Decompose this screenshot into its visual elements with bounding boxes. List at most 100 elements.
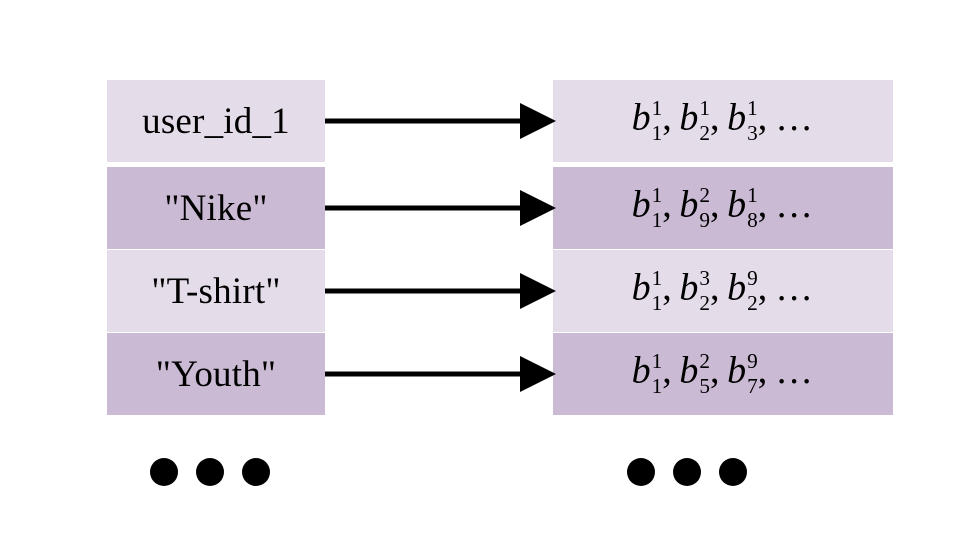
term-base: b xyxy=(727,183,747,226)
term-separator: , xyxy=(757,349,768,392)
vector-ellipsis: ... xyxy=(776,349,815,392)
key-box: "Nike" xyxy=(107,167,325,249)
vector-ellipsis: ... xyxy=(776,96,815,139)
dot xyxy=(196,458,224,486)
term-superscript: 1 xyxy=(747,96,758,121)
term-subscript: 9 xyxy=(699,207,711,232)
vector-ellipsis: ... xyxy=(776,183,815,226)
term-superscript: 1 xyxy=(651,183,663,208)
ellipsis-dots-icon xyxy=(627,452,747,492)
key-box: user_id_1 xyxy=(107,80,325,162)
term-separator: , xyxy=(662,183,672,226)
term-subscript: 2 xyxy=(699,120,711,145)
term-base: b xyxy=(679,349,699,392)
term-base: b xyxy=(727,96,747,139)
term-base: b xyxy=(679,183,699,226)
term-superscript: 1 xyxy=(699,96,711,121)
key-label: "T-shirt" xyxy=(151,270,281,312)
term-subscript: 2 xyxy=(747,290,758,315)
term-separator: , xyxy=(662,266,672,309)
term-subscript: 1 xyxy=(651,120,663,145)
term-subscript: 1 xyxy=(651,290,663,315)
term-superscript: 9 xyxy=(747,349,758,374)
term-separator: , xyxy=(757,266,768,309)
ellipsis-dots-icon xyxy=(150,452,270,492)
term-base: b xyxy=(679,96,699,139)
term-superscript: 3 xyxy=(699,266,711,291)
term-superscript: 1 xyxy=(651,96,663,121)
term-separator: , xyxy=(662,349,672,392)
term-separator: , xyxy=(757,183,768,226)
key-box: "T-shirt" xyxy=(107,250,325,332)
dot xyxy=(242,458,270,486)
key-label: "Nike" xyxy=(164,187,268,229)
term-separator: , xyxy=(710,96,720,139)
term-superscript: 2 xyxy=(699,349,711,374)
term-subscript: 1 xyxy=(651,373,663,398)
term-subscript: 1 xyxy=(651,207,663,232)
term-subscript: 5 xyxy=(699,373,711,398)
term-subscript: 3 xyxy=(747,120,758,145)
term-base: b xyxy=(727,349,747,392)
term-base: b xyxy=(727,266,747,309)
term-base: b xyxy=(679,266,699,309)
term-superscript: 1 xyxy=(651,349,663,374)
term-base: b xyxy=(631,349,651,392)
term-subscript: 2 xyxy=(699,290,711,315)
term-superscript: 9 xyxy=(747,266,758,291)
term-subscript: 7 xyxy=(747,373,758,398)
dot xyxy=(719,458,747,486)
term-superscript: 1 xyxy=(747,183,758,208)
key-label: "Youth" xyxy=(155,353,277,395)
dot xyxy=(627,458,655,486)
term-superscript: 2 xyxy=(699,183,711,208)
term-subscript: 8 xyxy=(747,207,758,232)
term-base: b xyxy=(631,183,651,226)
term-separator: , xyxy=(710,183,720,226)
term-separator: , xyxy=(662,96,672,139)
key-box: "Youth" xyxy=(107,333,325,415)
term-separator: , xyxy=(757,96,768,139)
dot xyxy=(150,458,178,486)
term-base: b xyxy=(631,266,651,309)
dot xyxy=(673,458,701,486)
vector-ellipsis: ... xyxy=(776,266,815,309)
term-separator: , xyxy=(710,266,720,309)
